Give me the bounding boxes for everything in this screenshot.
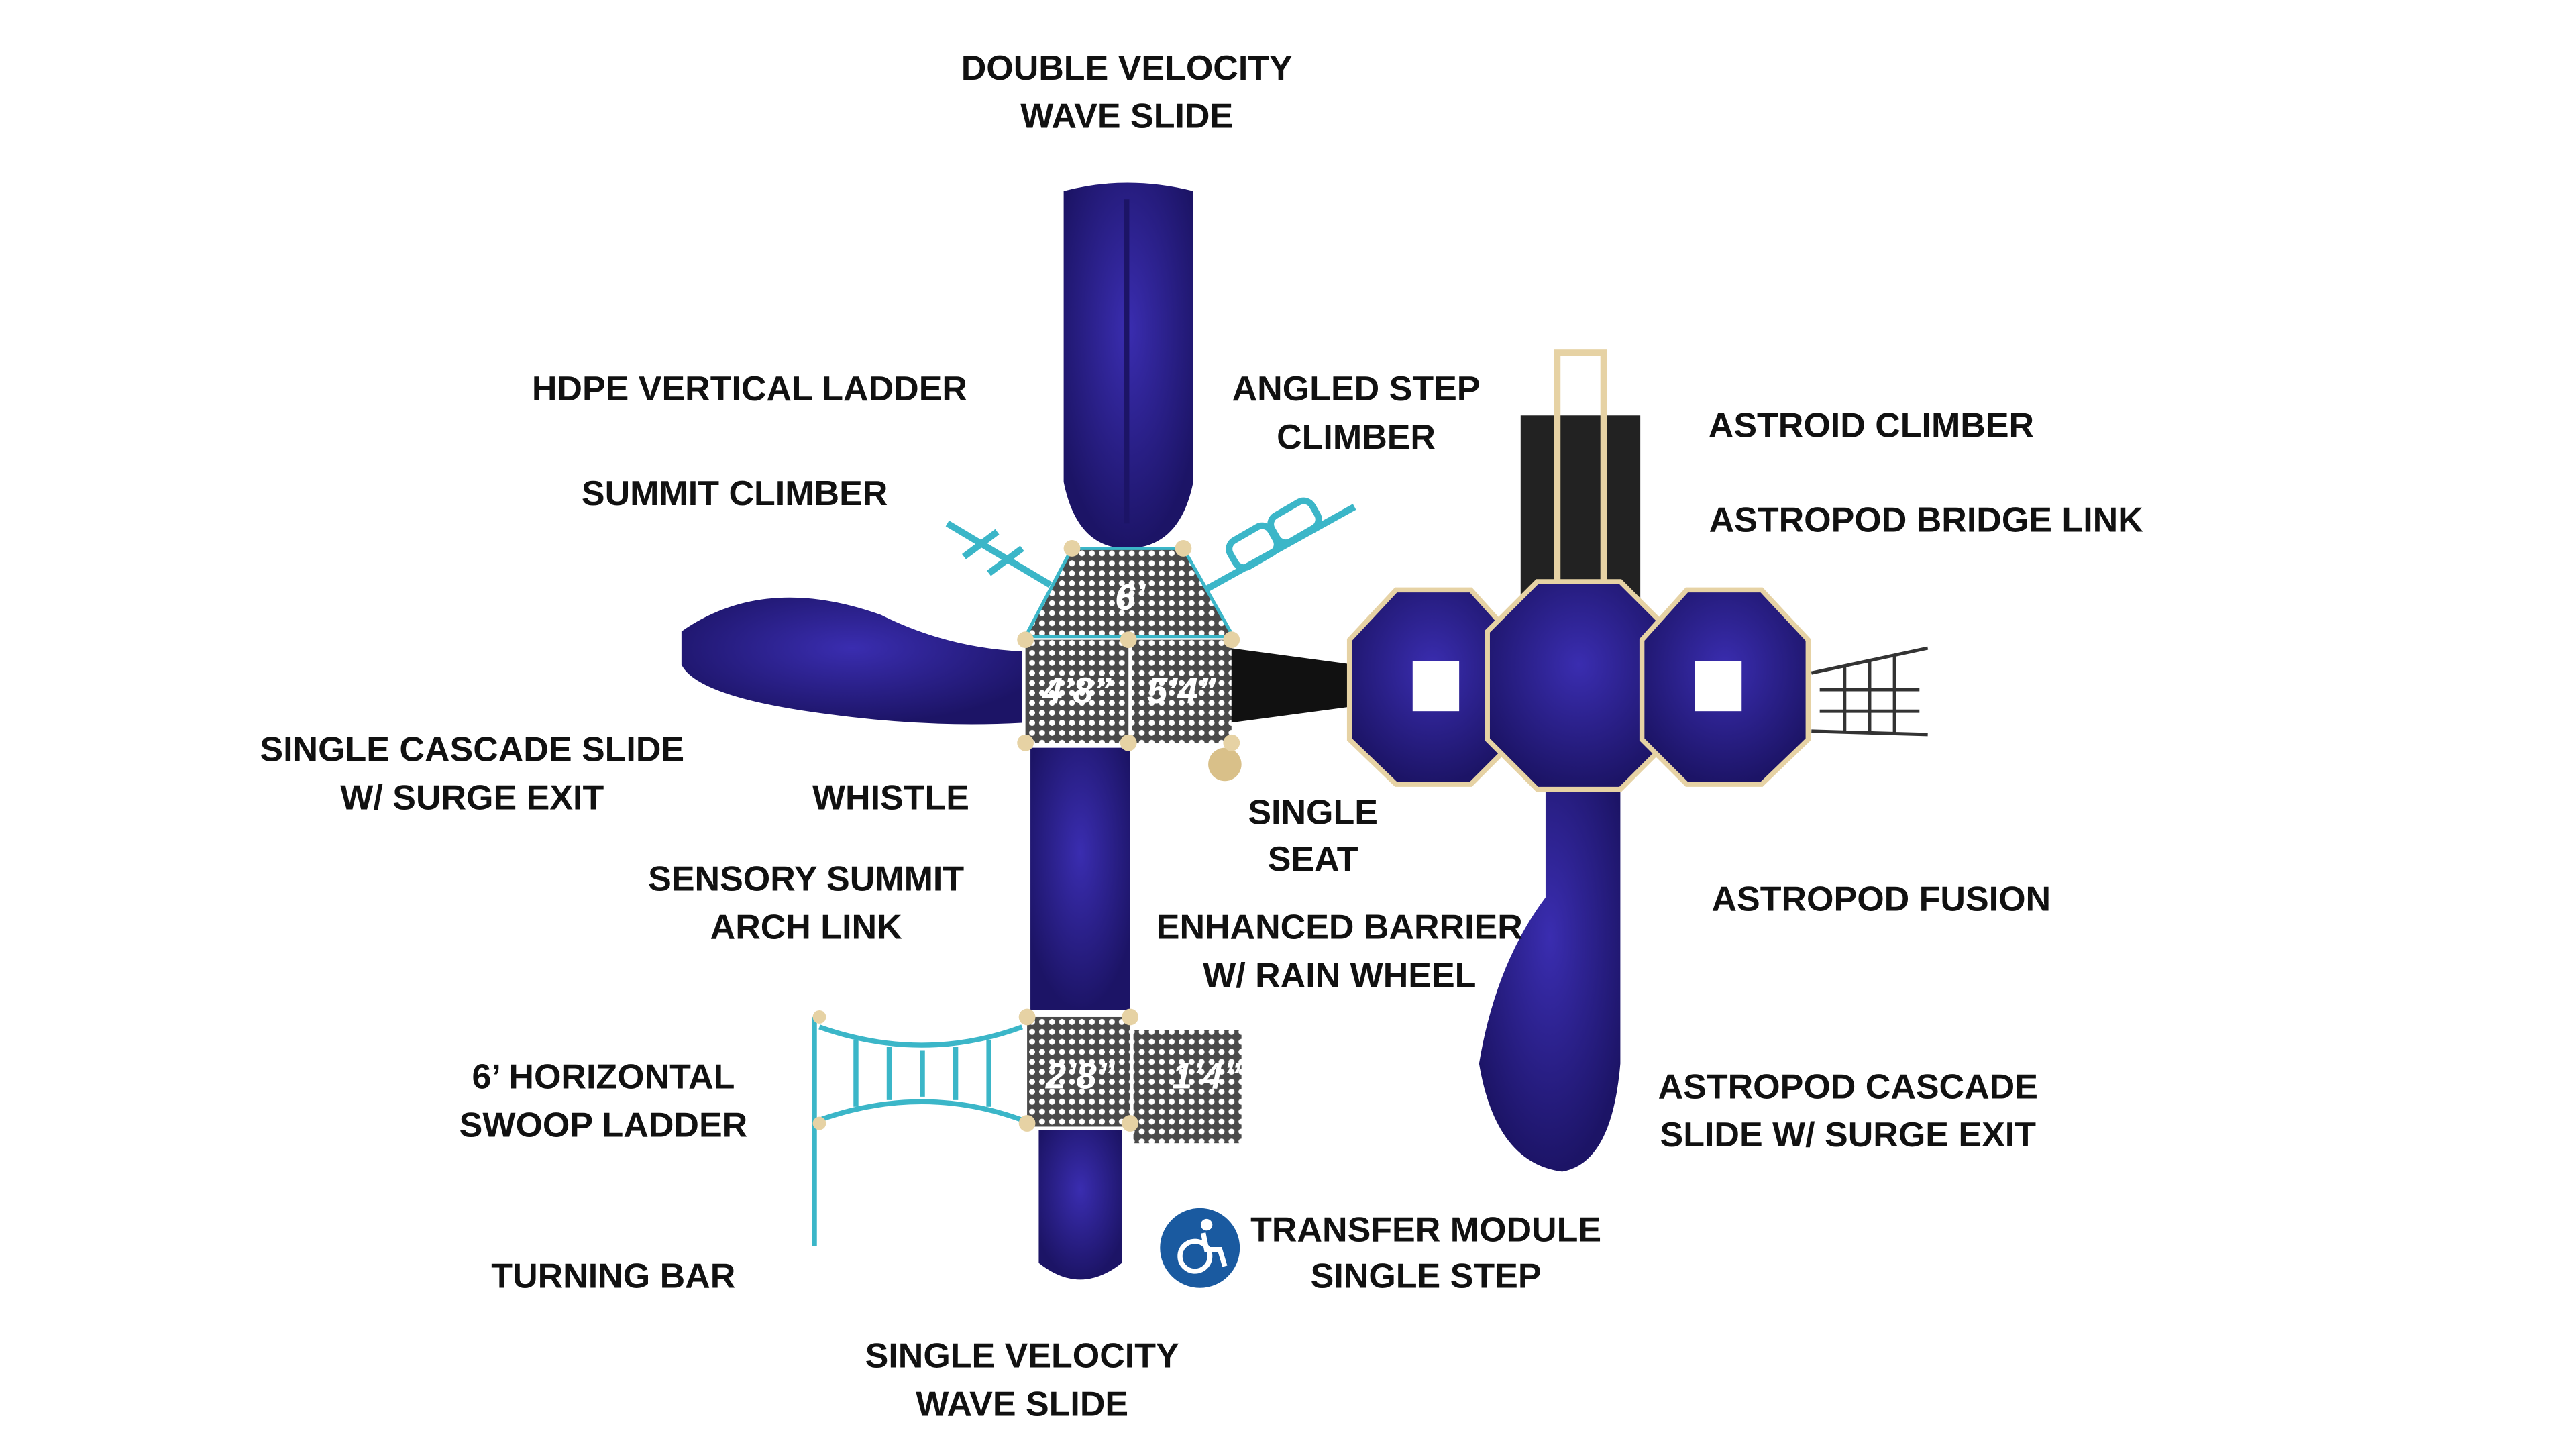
angled-step-climber: [1203, 497, 1356, 593]
label-transfer-module-1: TRANSFER MODULE: [1250, 1210, 1601, 1249]
sensory-summit-arch-link: [1030, 747, 1130, 1011]
deck-height-top: 6’: [1115, 577, 1146, 618]
label-enhanced-barrier-2: W/ RAIN WHEEL: [1203, 956, 1476, 995]
label-enhanced-barrier-1: ENHANCED BARRIER: [1157, 908, 1523, 947]
wheelchair-icon: [1160, 1208, 1240, 1288]
label-single-velocity-1: SINGLE VELOCITY: [865, 1337, 1179, 1376]
deck-height-left: 4’8”: [1042, 670, 1112, 711]
label-single-velocity-2: WAVE SLIDE: [916, 1385, 1128, 1424]
astropod-cascade-slide: [1479, 781, 1621, 1172]
label-double-velocity-1: DOUBLE VELOCITY: [961, 49, 1293, 88]
label-transfer-module-2: SINGLE STEP: [1311, 1257, 1542, 1296]
net-climber: [1811, 646, 1929, 737]
astropod-bridge-link: [1230, 648, 1355, 723]
deck-height-right: 5’4”: [1147, 670, 1217, 711]
label-astropod-cascade-1: ASTROPOD CASCADE: [1658, 1067, 2038, 1106]
deck-1ft4: [1133, 1030, 1242, 1144]
deck-height-lower: 2’8”: [1045, 1055, 1116, 1096]
label-sensory-summit-1: SENSORY SUMMIT: [648, 860, 964, 899]
summit-climber: [945, 521, 1053, 588]
label-astroid-climber: ASTROID CLIMBER: [1709, 406, 2034, 445]
deck-5ft4: [1132, 639, 1232, 743]
label-angled-step-2: CLIMBER: [1277, 418, 1436, 457]
label-double-velocity-2: WAVE SLIDE: [1020, 97, 1233, 136]
label-single-seat-1: SINGLE: [1248, 794, 1378, 833]
label-swoop-ladder-2: SWOOP LADDER: [460, 1106, 748, 1144]
label-sensory-summit-2: ARCH LINK: [710, 908, 902, 947]
label-single-seat-2: SEAT: [1268, 840, 1358, 879]
deck-2ft8: [1027, 1016, 1130, 1127]
label-astropod-cascade-2: SLIDE W/ SURGE EXIT: [1660, 1116, 2037, 1155]
label-angled-step-1: ANGLED STEP: [1232, 370, 1481, 409]
label-single-cascade-2: W/ SURGE EXIT: [340, 778, 604, 817]
label-whistle: WHISTLE: [812, 778, 969, 817]
label-single-cascade-1: SINGLE CASCADE SLIDE: [260, 730, 684, 769]
label-astropod-bridge: ASTROPOD BRIDGE LINK: [1709, 501, 2144, 540]
label-turning-bar: TURNING BAR: [491, 1257, 735, 1296]
label-swoop-ladder-1: 6’ HORIZONTAL: [472, 1057, 735, 1096]
label-hdpe-ladder: HDPE VERTICAL LADDER: [532, 370, 967, 409]
astropod-fusion: [1346, 579, 1811, 792]
single-cascade-slide: [681, 597, 1022, 724]
deck-height-step: 1’4”: [1172, 1055, 1242, 1096]
deck-4ft8: [1025, 639, 1129, 743]
label-astropod-fusion: ASTROPOD FUSION: [1712, 879, 2051, 918]
single-seat: [1208, 747, 1242, 782]
label-summit-climber: SUMMIT CLIMBER: [582, 474, 888, 513]
astroid-climber: [1520, 349, 1641, 605]
swoop-ladder: [812, 1016, 1023, 1246]
single-velocity-wave-slide: [1038, 1130, 1122, 1280]
